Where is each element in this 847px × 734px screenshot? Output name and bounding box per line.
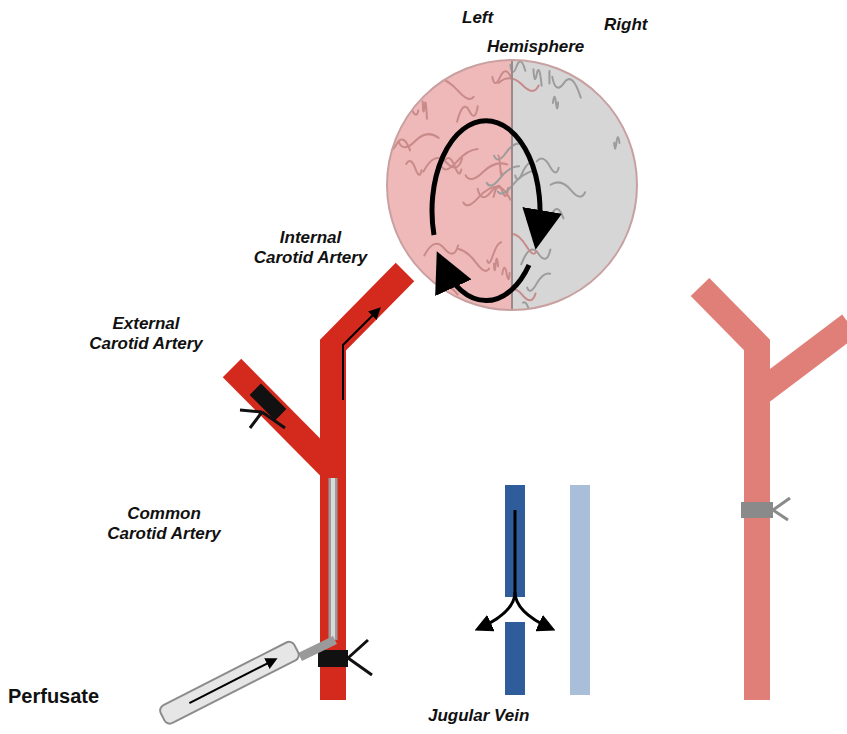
hemisphere-label: Left xyxy=(462,8,493,28)
gyrus xyxy=(544,209,564,220)
brain-outline xyxy=(387,60,637,310)
gyrus xyxy=(548,71,550,83)
gyrus xyxy=(613,268,634,282)
gyrus xyxy=(430,289,435,302)
flow-arrow xyxy=(480,510,515,628)
flow-arrow xyxy=(443,265,529,301)
gyrus xyxy=(459,249,489,271)
gyrus xyxy=(487,242,501,263)
gyrus xyxy=(537,159,559,173)
clamp xyxy=(773,498,790,520)
gyrus xyxy=(487,166,519,185)
gyrus xyxy=(423,102,427,119)
catheter-tube xyxy=(158,640,301,726)
gyrus xyxy=(512,234,536,254)
gyrus xyxy=(446,158,462,173)
jugular-vein xyxy=(505,622,525,695)
clamp-handle xyxy=(240,410,285,428)
gyrus xyxy=(457,106,478,121)
clamp xyxy=(741,502,773,518)
external-carotid xyxy=(232,368,333,470)
gyrus xyxy=(502,268,509,280)
gyrus xyxy=(406,161,421,175)
carotid-artery-right xyxy=(700,287,757,700)
clamp xyxy=(318,650,348,667)
brain xyxy=(378,54,642,320)
gyrus xyxy=(553,97,558,109)
gyrus xyxy=(614,137,619,149)
gyrus xyxy=(399,54,435,74)
flow-arrow xyxy=(515,592,550,628)
artery-label: External Carotid Artery xyxy=(86,314,206,354)
catheter xyxy=(329,478,338,640)
carotid-artery xyxy=(333,272,405,700)
catheter xyxy=(331,478,335,640)
catheter xyxy=(300,640,335,657)
gyrus xyxy=(551,182,586,196)
flow-arrow xyxy=(343,310,378,400)
perfusate-label: Perfusate xyxy=(8,684,99,708)
flow-arrow xyxy=(432,121,540,235)
vein-label: Jugular Vein xyxy=(428,706,529,726)
gyrus xyxy=(533,69,541,85)
gyrus xyxy=(494,259,498,270)
gyrus xyxy=(424,244,458,256)
gyrus xyxy=(498,156,501,176)
gyrus xyxy=(387,139,410,150)
gyrus xyxy=(399,134,439,147)
hemisphere-label: Hemisphere xyxy=(487,37,584,57)
gyrus xyxy=(498,78,538,91)
gyrus xyxy=(523,302,534,319)
hemisphere-label: Right xyxy=(604,15,647,35)
clamp-handle xyxy=(348,640,372,675)
jugular-vein-right xyxy=(570,485,590,695)
artery-label: Internal Carotid Artery xyxy=(248,228,373,268)
gyrus xyxy=(552,77,581,98)
artery-label: Common Carotid Artery xyxy=(98,504,230,544)
gyrus xyxy=(527,273,550,290)
external-carotid-right xyxy=(757,325,847,395)
